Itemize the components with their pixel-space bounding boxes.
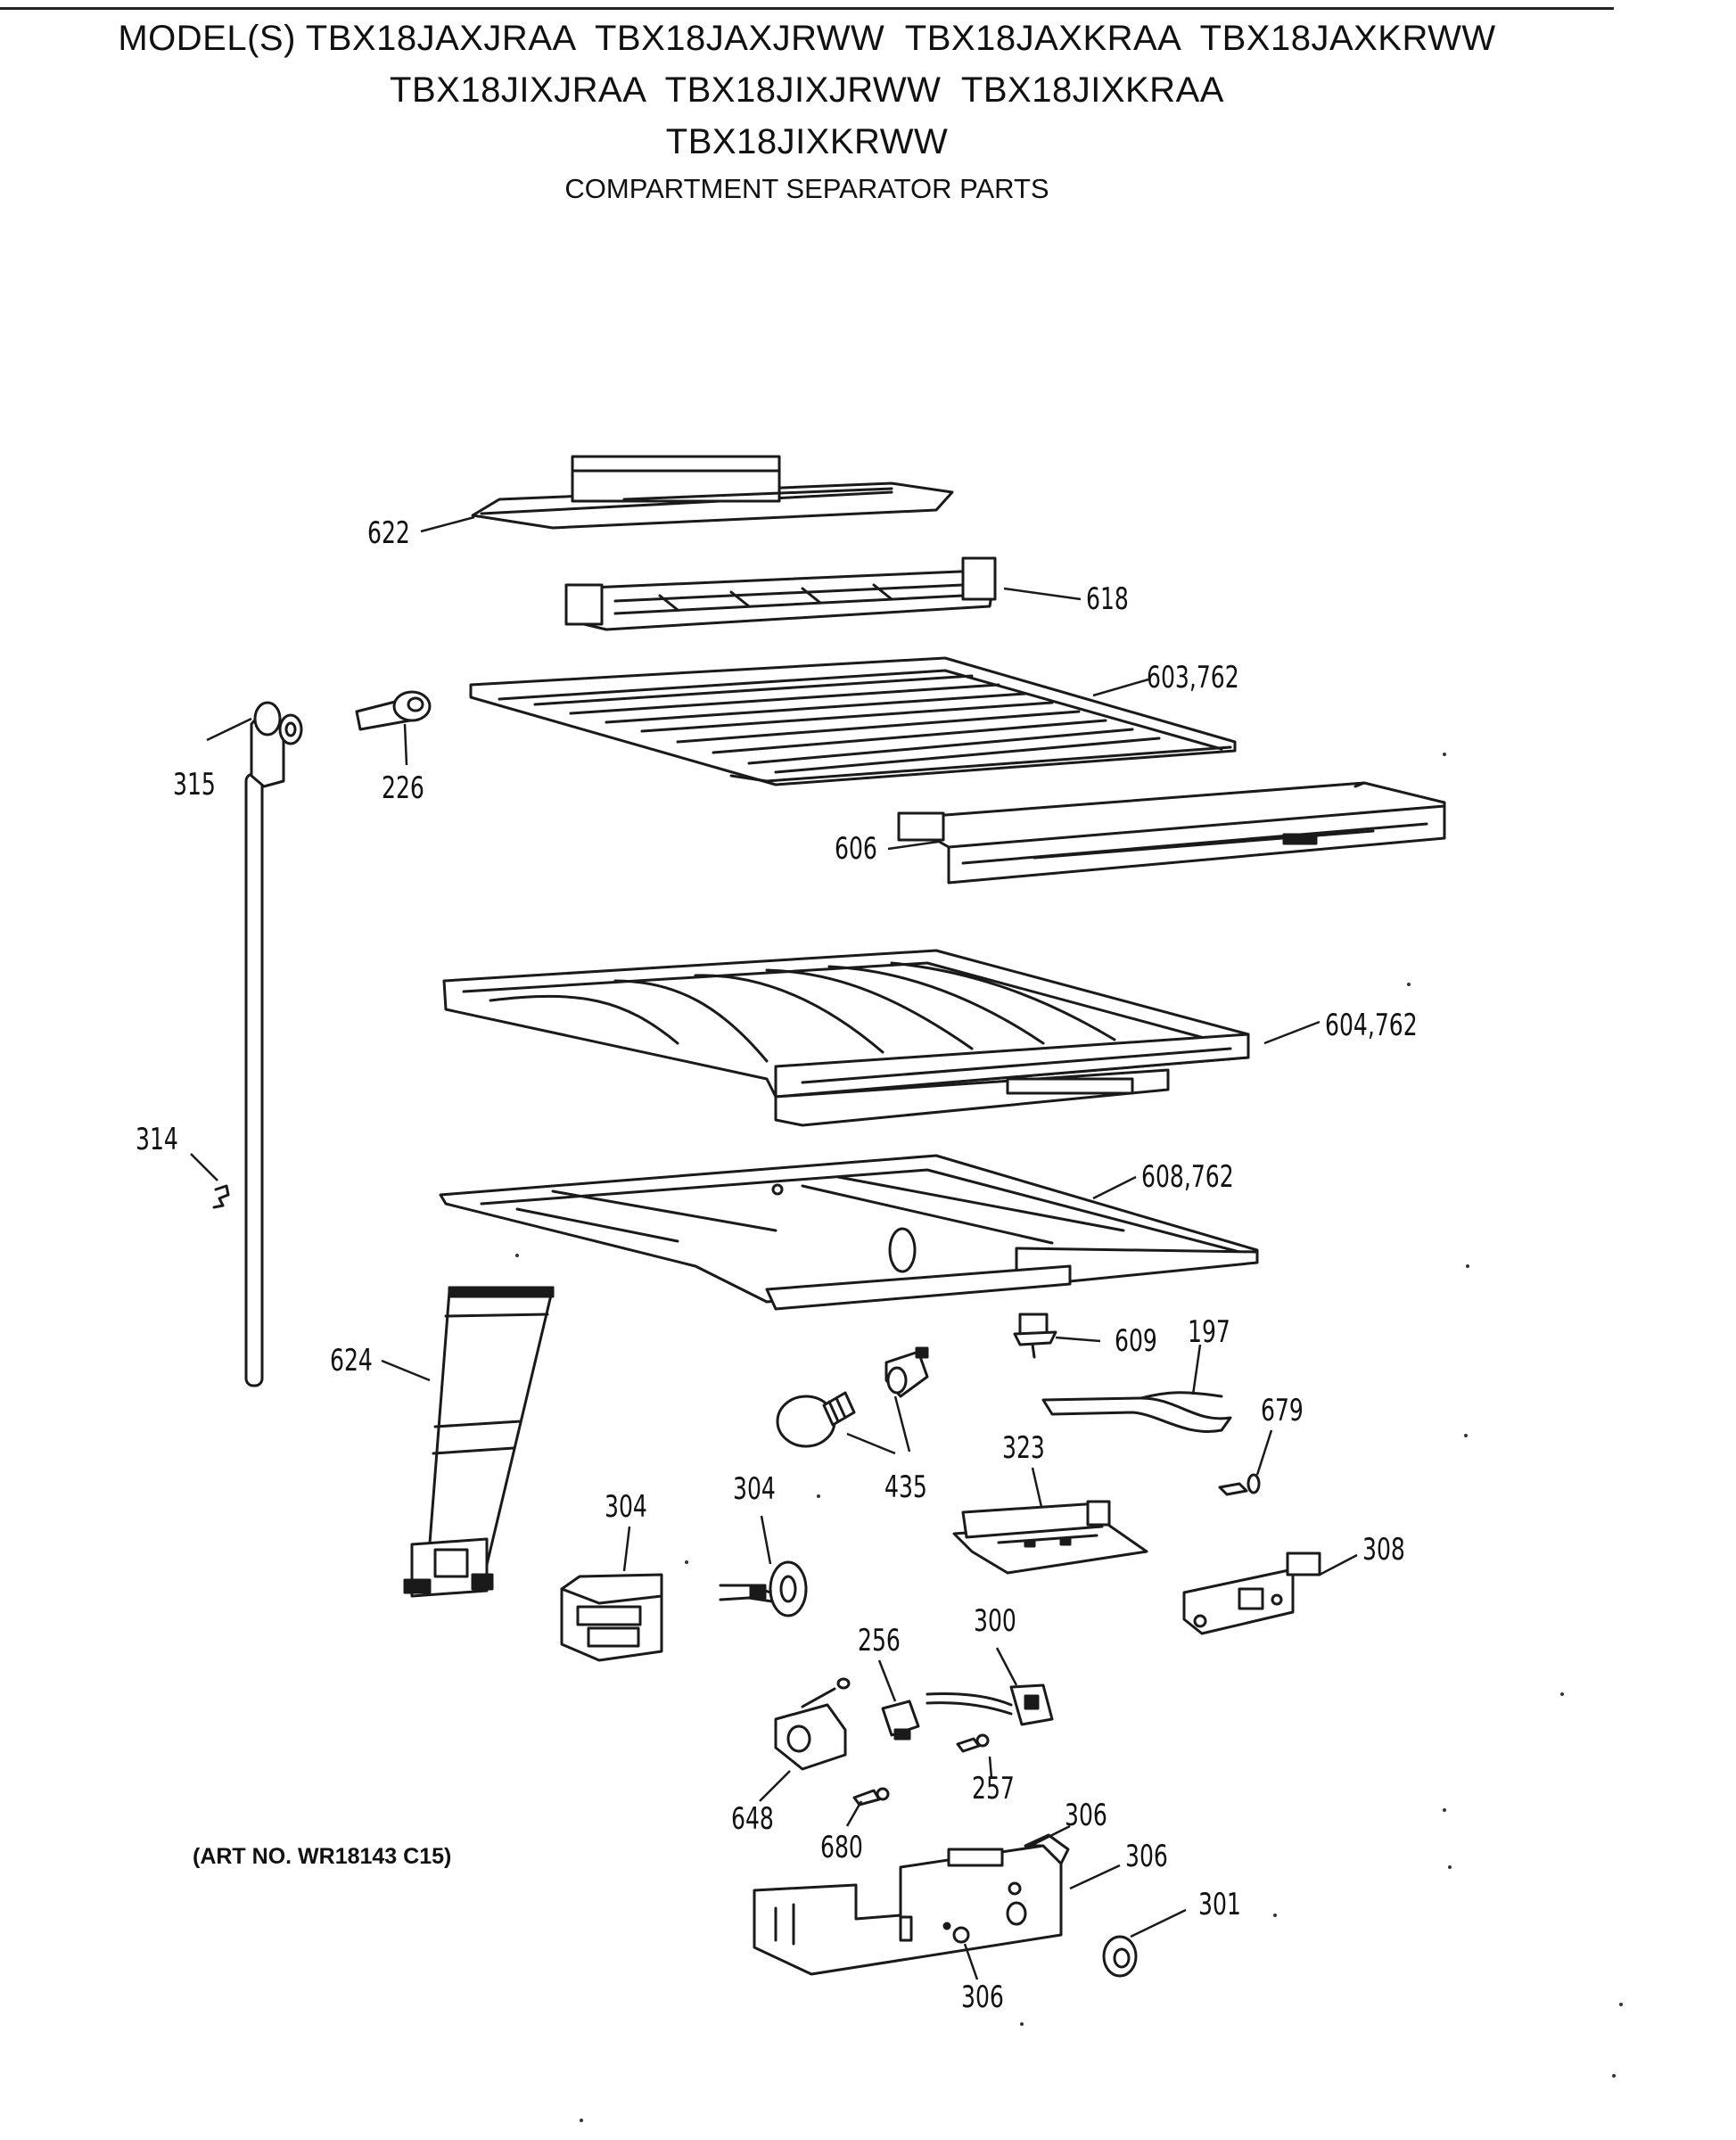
- part-435-light-bulb: [776, 1391, 856, 1448]
- part-304-block: [560, 1573, 663, 1662]
- callout-306-bottom: 306: [961, 1980, 1004, 2015]
- part-226-pin: [355, 690, 432, 731]
- part-604-frame: [442, 949, 1250, 1127]
- model-line-2: TBX18JIXJRAA TBX18JIXJRWW TBX18JIXKRAA: [390, 70, 1224, 110]
- callout-608-762: 608,762: [1141, 1159, 1234, 1195]
- callout-304-center: 304: [733, 1471, 776, 1507]
- callout-257: 257: [972, 1771, 1015, 1807]
- callout-603-762: 603,762: [1147, 660, 1239, 696]
- page-header: MODEL(S) TBX18JAXJRAA TBX18JAXJRWW TBX18…: [0, 12, 1614, 209]
- part-256-switch: [881, 1700, 920, 1741]
- part-197-strap: [1041, 1391, 1232, 1433]
- callout-314: 314: [136, 1122, 178, 1157]
- callout-197: 197: [1188, 1314, 1230, 1350]
- part-308-plate: [1182, 1552, 1321, 1635]
- callout-604-762: 604,762: [1325, 1008, 1418, 1043]
- callout-609: 609: [1115, 1323, 1157, 1359]
- callout-256: 256: [858, 1623, 901, 1658]
- part-679-screw: [1218, 1473, 1261, 1496]
- callout-300: 300: [974, 1603, 1016, 1639]
- leader-lines: [190, 515, 1358, 1980]
- callout-306-top: 306: [1065, 1798, 1107, 1833]
- callout-618: 618: [1086, 581, 1129, 617]
- model-line-3: TBX18JIXKRWW: [665, 122, 949, 161]
- callout-306-right: 306: [1125, 1839, 1168, 1874]
- part-606-drawer: [897, 781, 1446, 885]
- scan-specks: [515, 753, 1623, 2122]
- part-680-screw: [852, 1787, 890, 1807]
- part-648-timer: [774, 1677, 851, 1771]
- part-304-knob: [719, 1560, 808, 1617]
- part-323-box: [952, 1500, 1148, 1575]
- part-315-tube-bracket: [244, 701, 303, 1387]
- part-257-screw: [956, 1733, 990, 1753]
- callout-622: 622: [367, 515, 410, 551]
- model-line-1: MODEL(S) TBX18JAXJRAA TBX18JAXJRWW TBX18…: [118, 19, 1496, 58]
- part-622-cover: [471, 455, 954, 530]
- part-624-mullion: [403, 1286, 555, 1598]
- callout-226: 226: [382, 770, 424, 806]
- callout-606: 606: [835, 831, 877, 867]
- part-618-damper-housing: [564, 556, 997, 631]
- art-number: (ART NO. WR18143 C15): [193, 1844, 452, 1869]
- part-609-clip: [1013, 1313, 1057, 1359]
- diagram-subtitle: COMPARTMENT SEPARATOR PARTS: [564, 173, 1049, 204]
- callout-679: 679: [1261, 1393, 1304, 1428]
- callout-315: 315: [173, 767, 216, 802]
- callout-308: 308: [1362, 1532, 1405, 1568]
- top-rule: [0, 7, 1614, 10]
- part-314-clip: [212, 1184, 230, 1209]
- callout-435: 435: [884, 1469, 927, 1505]
- part-608-tray: [439, 1154, 1259, 1311]
- part-301-knob: [1102, 1935, 1138, 1978]
- part-300-wired-switch: [926, 1683, 1054, 1726]
- callout-648: 648: [731, 1801, 774, 1837]
- callout-323: 323: [1002, 1430, 1045, 1466]
- part-603-ribbed-shelf: [469, 656, 1237, 786]
- callout-624: 624: [330, 1343, 373, 1379]
- callout-304-left: 304: [605, 1489, 647, 1525]
- part-306-control-housing: [753, 1833, 1070, 1976]
- callout-301: 301: [1198, 1887, 1241, 1922]
- callout-680: 680: [820, 1830, 863, 1865]
- part-435-socket: [884, 1346, 929, 1398]
